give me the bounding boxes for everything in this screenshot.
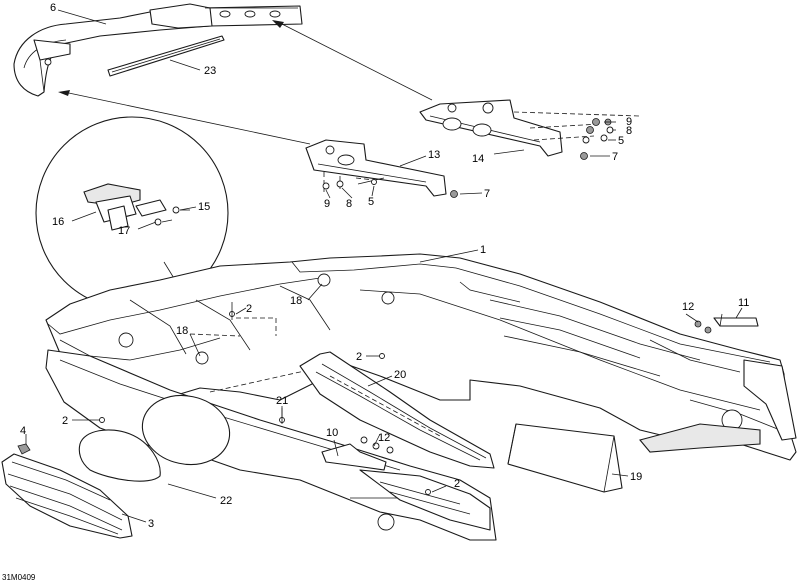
callout-5: 5 (368, 196, 374, 208)
callout-13: 13 (428, 149, 440, 161)
callout-3: 3 (148, 518, 154, 530)
part-13-support-bracket[interactable] (305, 139, 447, 197)
callout-12: 12 (682, 301, 694, 313)
part-11-bracket[interactable] (713, 313, 759, 327)
callout-20: 20 (394, 369, 406, 381)
leader-lines (25, 9, 743, 523)
callout-18: 18 (290, 295, 302, 307)
part-3-grille[interactable] (1, 453, 133, 539)
part-6-upper-bumper[interactable] (13, 3, 303, 97)
callout-8: 8 (346, 198, 352, 210)
callout-1: 1 (480, 244, 486, 256)
callout-7: 7 (612, 151, 618, 163)
part-20-trim-strip[interactable] (299, 351, 495, 469)
callout-14: 14 (472, 153, 484, 165)
callout-9: 9 (626, 116, 632, 128)
fastener-stack-9-8-5-left[interactable] (322, 177, 458, 198)
callout-9: 9 (324, 198, 330, 210)
callout-21: 21 (276, 395, 288, 407)
callout-12: 12 (378, 432, 390, 444)
callout-10: 10 (326, 427, 338, 439)
part-10-bracket[interactable] (321, 436, 387, 471)
part-19-foam-pad[interactable] (507, 423, 623, 493)
part-1-main-body[interactable] (45, 253, 797, 461)
callout-17: 17 (118, 225, 130, 237)
callout-2: 2 (246, 303, 252, 315)
callout-16: 16 (52, 216, 64, 228)
callout-8: 8 (626, 125, 632, 137)
part-22-side-panel[interactable] (45, 349, 497, 541)
fastener-stack-9-8-5-right[interactable] (580, 118, 614, 160)
callout-19: 19 (630, 471, 642, 483)
callout-2: 2 (454, 478, 460, 490)
callout-23: 23 (204, 65, 216, 77)
callout-22: 22 (220, 495, 232, 507)
callout-11: 11 (738, 297, 749, 309)
callout-6: 6 (50, 2, 56, 14)
assembly-arrows (58, 20, 433, 145)
part-23-strip[interactable] (107, 35, 225, 77)
detail-view-circle (35, 116, 229, 310)
callout-18: 18 (176, 325, 188, 337)
callout-2: 2 (356, 351, 362, 363)
callout-7: 7 (484, 188, 490, 200)
reference-code: 31M0409 (2, 573, 36, 582)
callout-5: 5 (618, 135, 624, 147)
callout-labels: 1 2 2 2 2 3 4 5 5 6 7 7 8 8 9 9 10 11 12… (20, 2, 749, 530)
part-4-screw[interactable] (17, 443, 31, 455)
callout-15: 15 (198, 201, 210, 213)
callout-4: 4 (20, 425, 26, 437)
part-14-support-bracket[interactable] (419, 99, 641, 157)
callout-2: 2 (62, 415, 68, 427)
